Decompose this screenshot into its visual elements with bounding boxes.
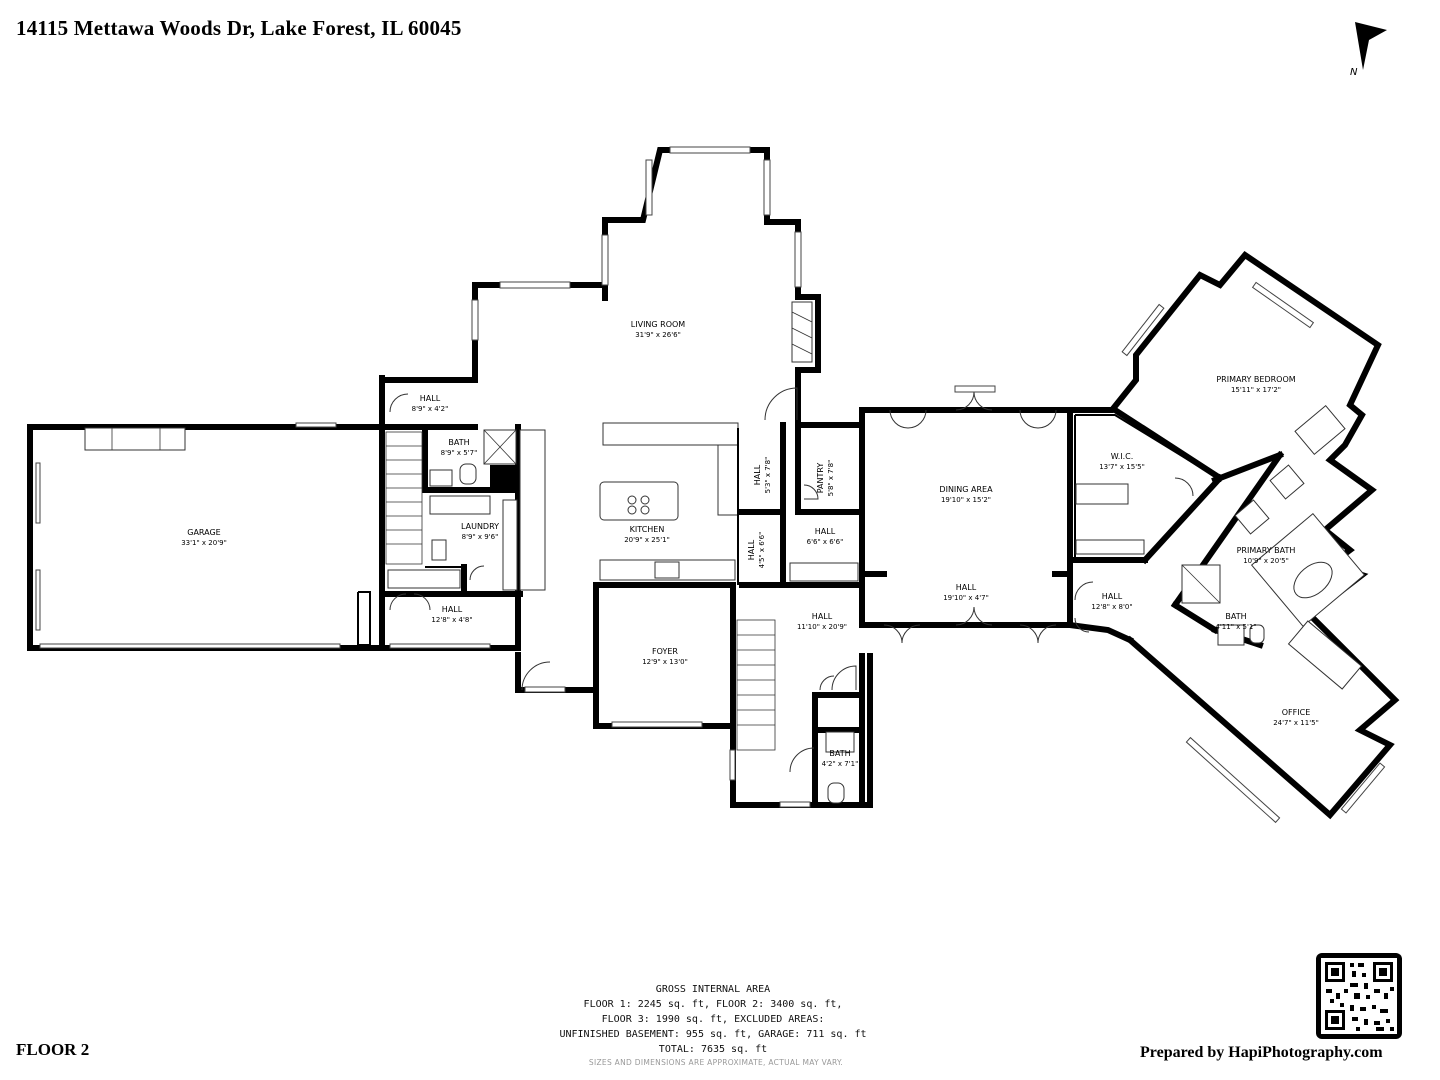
garage-name: GARAGE	[187, 528, 221, 537]
dining-area-name: DINING AREA	[939, 485, 993, 494]
hall-small-dim: 6'6" x 6'6"	[806, 538, 844, 546]
living-room-walls	[599, 146, 821, 585]
wic-label: W.I.C. 13'7" x 15'5"	[1099, 452, 1145, 472]
hall-top-label: HALL 8'9" x 4'2"	[412, 394, 449, 414]
pantry-dim: 5'8" x 7'8"	[827, 459, 835, 497]
primary-bedroom-dim: 15'11" x 17'2"	[1230, 386, 1282, 394]
gia-line: FLOOR 3: 1990 sq. ft, EXCLUDED AREAS:	[601, 1014, 825, 1025]
garage-label: GARAGE 33'1" x 20'9"	[181, 528, 227, 548]
dining-area-label: DINING AREA 19'10" x 15'2"	[939, 485, 992, 505]
wic-name: W.I.C.	[1110, 452, 1134, 461]
bath-right-name: BATH	[1225, 612, 1247, 621]
primary-suite-walls	[1067, 250, 1400, 824]
hall-top-name: HALL	[419, 394, 441, 403]
gia-line: FLOOR 1: 2245 sq. ft, FLOOR 2: 3400 sq. …	[583, 999, 843, 1010]
living-room-dim: 31'9" x 26'6"	[635, 331, 681, 339]
prepared-by: Prepared by HapiPhotography.com	[1140, 1044, 1383, 1061]
north-arrow-icon	[1355, 22, 1387, 70]
gross-internal-area: GROSS INTERNAL AREA FLOOR 1: 2245 sq. ft…	[559, 982, 866, 1057]
hall-right-label: HALL 12'8" x 8'0"	[1091, 592, 1132, 612]
bath-center-name: BATH	[829, 749, 851, 758]
property-address: 14115 Mettawa Woods Dr, Lake Forest, IL …	[16, 16, 462, 40]
foyer-name: FOYER	[652, 647, 678, 656]
center-walls	[729, 407, 1073, 808]
office-dim: 24'7" x 11'5"	[1273, 719, 1319, 727]
bath-left-name: BATH	[448, 438, 470, 447]
living-room-name: LIVING ROOM	[630, 320, 686, 329]
hall-lower-left-label: HALL 12'8" x 4'8"	[431, 605, 472, 625]
foyer-label: FOYER 12'9" x 13'0"	[642, 647, 688, 667]
service-wing-walls	[379, 281, 736, 729]
hall-dining-name: HALL	[955, 583, 977, 592]
dining-walls	[859, 385, 1134, 644]
gia-line: UNFINISHED BASEMENT: 955 sq. ft, GARAGE:…	[559, 1029, 867, 1040]
hall-small-label: HALL 6'6" x 6'6"	[807, 527, 844, 547]
hall-vert-upper-dim: 5'3" x 7'8"	[764, 456, 772, 494]
kitchen-name: KITCHEN	[629, 525, 665, 534]
hall-vert-lower-name: HALL	[747, 539, 756, 561]
primary-bath-label: PRIMARY BATH 10'9" x 20'5"	[1237, 546, 1296, 566]
primary-bedroom-label: PRIMARY BEDROOM 15'11" x 17'2"	[1216, 375, 1295, 395]
pantry-name: PANTRY	[816, 462, 825, 494]
kitchen-label: KITCHEN 20'9" x 25'1"	[624, 525, 670, 545]
hall-vert-lower-dim: 4'5" x 6'6"	[758, 531, 766, 569]
bath-left-dim: 8'9" x 5'7"	[440, 449, 478, 457]
hall-dining-dim: 19'10" x 4'7"	[943, 594, 989, 602]
qr-code-icon	[1316, 953, 1402, 1039]
laundry-name: LAUNDRY	[460, 522, 500, 531]
hall-right-dim: 12'8" x 8'0"	[1091, 603, 1133, 611]
north-label: N	[1350, 67, 1358, 78]
garage-walls	[27, 375, 521, 651]
hall-lower-left-dim: 12'8" x 4'8"	[431, 616, 473, 624]
kitchen-dim: 20'9" x 25'1"	[624, 536, 670, 544]
floor-label: FLOOR 2	[16, 1040, 90, 1059]
bath-center-label: BATH 4'2" x 7'1"	[822, 749, 859, 769]
bath-left-label: BATH 8'9" x 5'7"	[441, 438, 478, 458]
wic-dim: 13'7" x 15'5"	[1099, 463, 1145, 471]
gia-total: TOTAL: 7635 sq. ft	[658, 1044, 768, 1055]
hall-top-dim: 8'9" x 4'2"	[411, 405, 449, 413]
foyer-dim: 12'9" x 13'0"	[642, 658, 688, 666]
bath-right-dim: 4'11" x 5'1"	[1215, 623, 1257, 631]
living-room-label: LIVING ROOM 31'9" x 26'6"	[631, 320, 685, 340]
hall-small-name: HALL	[814, 527, 836, 536]
garage-dim: 33'1" x 20'9"	[181, 539, 227, 547]
hall-center-label: HALL 11'10" x 20'9"	[797, 612, 847, 632]
office-label: OFFICE 24'7" x 11'5"	[1273, 708, 1319, 728]
hall-right-name: HALL	[1101, 592, 1123, 601]
hall-center-dim: 11'10" x 20'9"	[796, 623, 848, 631]
laundry-label: LAUNDRY 8'9" x 9'6"	[461, 522, 499, 542]
office-name: OFFICE	[1281, 708, 1311, 717]
bath-center-dim: 4'2" x 7'1"	[821, 760, 859, 768]
primary-bath-name: PRIMARY BATH	[1236, 546, 1296, 555]
hall-vert-upper-name: HALL	[753, 464, 762, 486]
dining-area-dim: 19'10" x 15'2"	[940, 496, 992, 504]
gia-heading: GROSS INTERNAL AREA	[655, 984, 771, 995]
dimensions-disclaimer: SIZES AND DIMENSIONS ARE APPROXIMATE, AC…	[588, 1058, 844, 1067]
laundry-dim: 8'9" x 9'6"	[461, 533, 499, 541]
primary-bedroom-name: PRIMARY BEDROOM	[1216, 375, 1296, 384]
hall-center-name: HALL	[811, 612, 833, 621]
primary-bath-dim: 10'9" x 20'5"	[1243, 557, 1289, 565]
bath-right-label: BATH 4'11" x 5'1"	[1215, 612, 1256, 632]
hall-dining-label: HALL 19'10" x 4'7"	[943, 583, 989, 603]
hall-lower-left-name: HALL	[441, 605, 463, 614]
